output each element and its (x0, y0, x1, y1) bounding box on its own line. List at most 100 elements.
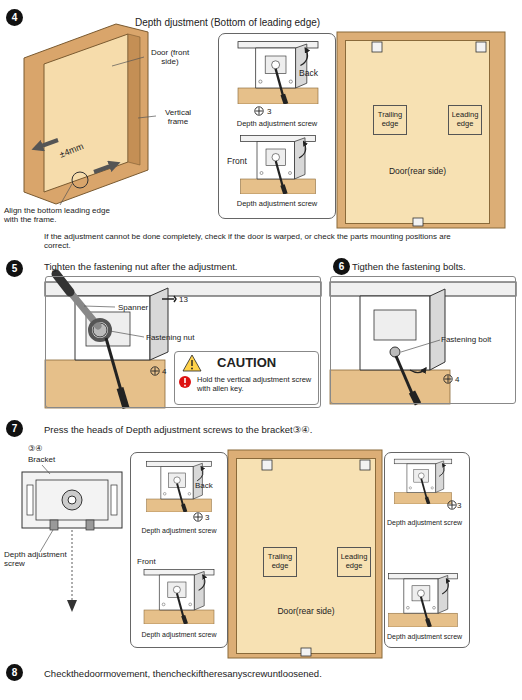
part-label: Door (front side) (146, 48, 194, 66)
depth-screw-head (50, 520, 58, 530)
top-rail (45, 282, 321, 296)
spanner-icon (162, 296, 176, 302)
step-number: 5 (6, 260, 23, 277)
step-number-text: 4 (6, 9, 23, 26)
step-number-text: 7 (6, 420, 23, 437)
part-label: Front (227, 157, 267, 167)
edge-label: Leading edge (449, 111, 481, 128)
bracket-side (430, 289, 445, 370)
door-frame (24, 24, 148, 204)
part-label: 3 (457, 501, 469, 510)
leader-line (84, 306, 115, 307)
spanner-head (90, 320, 110, 340)
step-number: 8 (6, 664, 23, 681)
part-label: Front (137, 557, 177, 566)
slot (27, 485, 33, 515)
step-instruction: Press the heads of Depth adjustment scre… (44, 425, 504, 436)
edge-label: Trailing edge (374, 111, 406, 128)
screw-icon (444, 375, 452, 383)
part-label: Vertical frame (156, 108, 200, 126)
caution-text: Hold the vertical adjustment screw with … (197, 376, 315, 393)
door-front (44, 34, 128, 192)
bracket-plate (374, 310, 416, 340)
screwdriver-shaft (396, 356, 414, 398)
slot (111, 485, 117, 515)
part-label: Depth adjustment screw (131, 527, 227, 535)
door-panel: Door(rear side) Trailing edge Leading edge (236, 458, 376, 654)
edge-box: Trailing edge (263, 547, 297, 577)
part-label: Back (299, 69, 333, 79)
part-label: Fastening bolt (441, 335, 496, 344)
depth-screw-head (86, 520, 94, 530)
part-label: Fastening nut (146, 333, 216, 342)
bracket-drawing (394, 459, 452, 504)
bracket-front (360, 296, 430, 370)
note: If the adjustment cannot be done complet… (44, 232, 474, 250)
part-label: Depth adjustment screw (4, 550, 68, 568)
detail-panel: Back3Depth adjustment screwFrontDepth ad… (130, 452, 228, 648)
door-label: Door(rear side) (237, 607, 375, 617)
turn-arrow (410, 368, 426, 373)
leader-line (60, 184, 72, 205)
focus-circle (72, 172, 88, 188)
door-label: Door(rear side) (346, 167, 489, 177)
leader-line (110, 331, 144, 337)
bracket-drawing (389, 573, 458, 627)
nut (62, 490, 82, 510)
leader-line (42, 465, 50, 474)
edge-label: Leading edge (338, 553, 370, 570)
bracket-top-view (22, 472, 122, 528)
part-label: Depth adjustment screw (219, 200, 335, 209)
allen-key (106, 338, 122, 394)
screwdriver-handle (412, 392, 418, 404)
edge-label: Trailing edge (264, 553, 296, 570)
step-number-text: 8 (6, 664, 23, 681)
step-number: 7 (6, 420, 23, 437)
illustration-panel: Spanner13Fastening nut4CAUTIONHold the v… (45, 276, 321, 408)
leader-line (112, 57, 144, 66)
allen-key-handle (120, 388, 126, 408)
dotted-line (72, 530, 73, 600)
part-label: Depth adjustment screw (387, 519, 467, 527)
top-rail (330, 282, 516, 296)
door-panel: Door(rear side) Trailing edge Leading edge (345, 40, 490, 224)
part-label: 3 (205, 513, 217, 522)
caution-text: CAUTION (217, 356, 307, 371)
part-label: Depth adjustment screw (131, 631, 227, 639)
direction-cone (67, 600, 77, 612)
step-instruction: Tighten the fastening nut after the adju… (44, 262, 314, 273)
part-label: 13 (179, 295, 193, 304)
part-label: 3 (267, 107, 279, 116)
leader-line (401, 340, 440, 352)
step-number: 6 (333, 258, 350, 275)
part-label: Depth adjustment screw (387, 633, 467, 641)
vertical-frame (128, 34, 140, 165)
frame-background (228, 450, 382, 658)
illustration-panel: Fastening bolt4 (330, 276, 516, 404)
move-arrow (36, 140, 58, 148)
door-top (45, 360, 165, 408)
step-instruction: Checkthedoormovement, thencheckiftheresa… (44, 669, 514, 680)
step-heading: Depth djustment (Bottom of leading edge) (135, 17, 415, 29)
part-label: Bracket (28, 455, 68, 464)
door-top (330, 370, 450, 404)
step-number: 4 (6, 9, 23, 26)
caution-box: CAUTION Hold the vertical adjustment scre… (174, 351, 319, 405)
screw-icon (448, 501, 456, 509)
move-arrow (94, 164, 116, 172)
edge-box: Leading edge (448, 105, 482, 135)
leader-line (138, 116, 156, 118)
edge-box: Leading edge (337, 547, 371, 577)
part-label: Depth adjustment screw (219, 120, 335, 129)
bracket-inner (36, 480, 108, 520)
nut-hole (68, 496, 76, 504)
leader-line (40, 530, 53, 552)
frame-background (337, 32, 505, 228)
bracket-drawing (241, 136, 316, 195)
bracket-drawing (144, 569, 214, 624)
part-label: 4 (162, 367, 172, 376)
step-number-text: 5 (6, 260, 23, 277)
screw-icon (194, 513, 202, 521)
screw-icon (255, 107, 263, 115)
